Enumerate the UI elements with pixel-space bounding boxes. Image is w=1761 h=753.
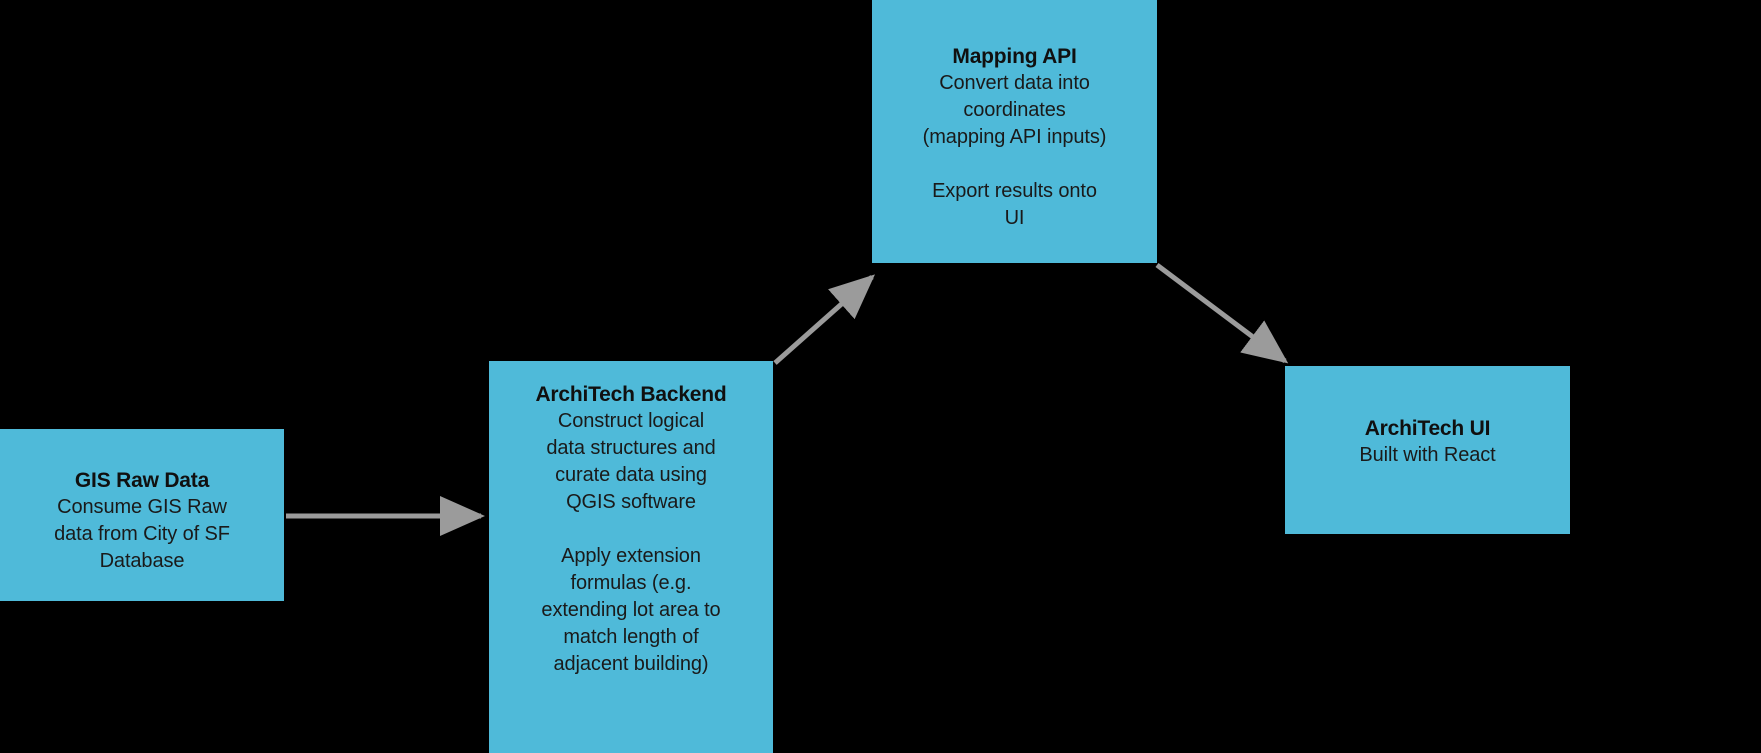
node-architech-backend-title: ArchiTech Backend	[535, 383, 727, 406]
node-architech-backend-body-2: Apply extension formulas (e.g. extending…	[541, 545, 721, 675]
connector-mapping-to-ui	[1155, 263, 1289, 364]
node-architech-ui-title: ArchiTech UI	[1364, 417, 1491, 440]
node-mapping-api-body-1: Convert data into coordinates (mapping A…	[922, 72, 1107, 148]
node-architech-backend-body-1: Construct logical data structures and cu…	[546, 410, 716, 513]
connector-backend-to-mapping	[773, 274, 875, 365]
node-mapping-api-body-2: Export results onto UI	[932, 180, 1097, 229]
node-architech-ui[interactable]: ArchiTech UI Built with React	[1285, 366, 1570, 534]
node-architech-ui-body-1: Built with React	[1359, 444, 1496, 466]
node-mapping-api-title: Mapping API	[952, 45, 1077, 68]
node-architech-backend[interactable]: ArchiTech Backend Construct logical data…	[489, 361, 773, 753]
node-gis-raw-data[interactable]: GIS Raw Data Consume GIS Raw data from C…	[0, 429, 284, 601]
node-gis-raw-data-title: GIS Raw Data	[74, 469, 210, 492]
node-mapping-api[interactable]: Mapping API Convert data into coordinate…	[872, 0, 1157, 263]
node-gis-raw-data-body-1: Consume GIS Raw data from City of SF Dat…	[54, 496, 230, 572]
